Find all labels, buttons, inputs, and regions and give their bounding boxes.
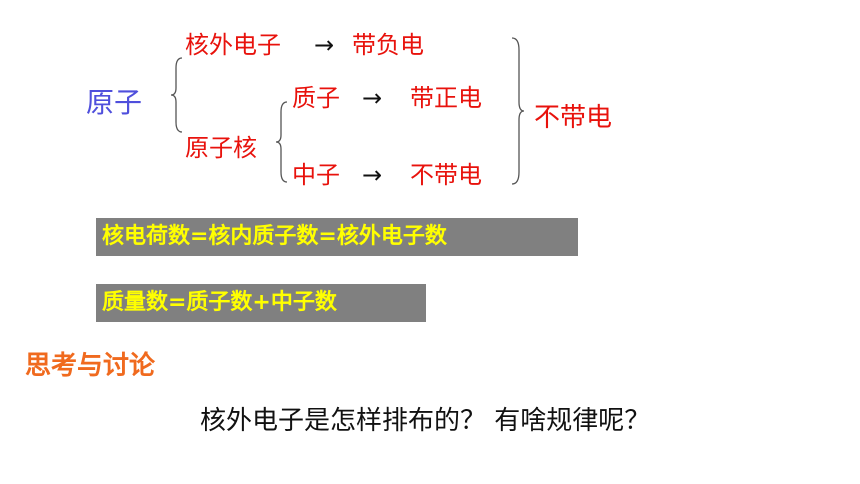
formula-charge-text: 核电荷数=核内质子数=核外电子数 <box>102 224 447 249</box>
neutron-arrow: → <box>362 161 383 189</box>
electron-label: 核外电子 <box>185 31 281 59</box>
overall-charge: 不带电 <box>534 103 613 133</box>
nucleus-brace <box>275 101 288 183</box>
neutron-label: 中子 <box>292 161 340 189</box>
discussion-heading: 思考与讨论 <box>25 351 156 381</box>
proton-charge: 带正电 <box>410 84 482 112</box>
neutron-charge: 不带电 <box>410 161 482 189</box>
proton-label: 质子 <box>292 84 340 112</box>
electron-arrow: → <box>314 31 335 59</box>
atom-label: 原子 <box>86 86 143 119</box>
formula-mass-box: 质量数=质子数+中子数 <box>96 284 426 322</box>
overall-brace <box>511 37 525 185</box>
atom-brace <box>170 57 183 133</box>
nucleus-label: 原子核 <box>185 134 257 162</box>
electron-charge: 带负电 <box>352 31 424 59</box>
formula-mass-text: 质量数=质子数+中子数 <box>102 290 337 315</box>
proton-arrow: → <box>362 84 383 112</box>
discussion-question: 核外电子是怎样排布的？ 有啥规律呢？ <box>200 406 651 436</box>
formula-charge-box: 核电荷数=核内质子数=核外电子数 <box>96 218 578 256</box>
